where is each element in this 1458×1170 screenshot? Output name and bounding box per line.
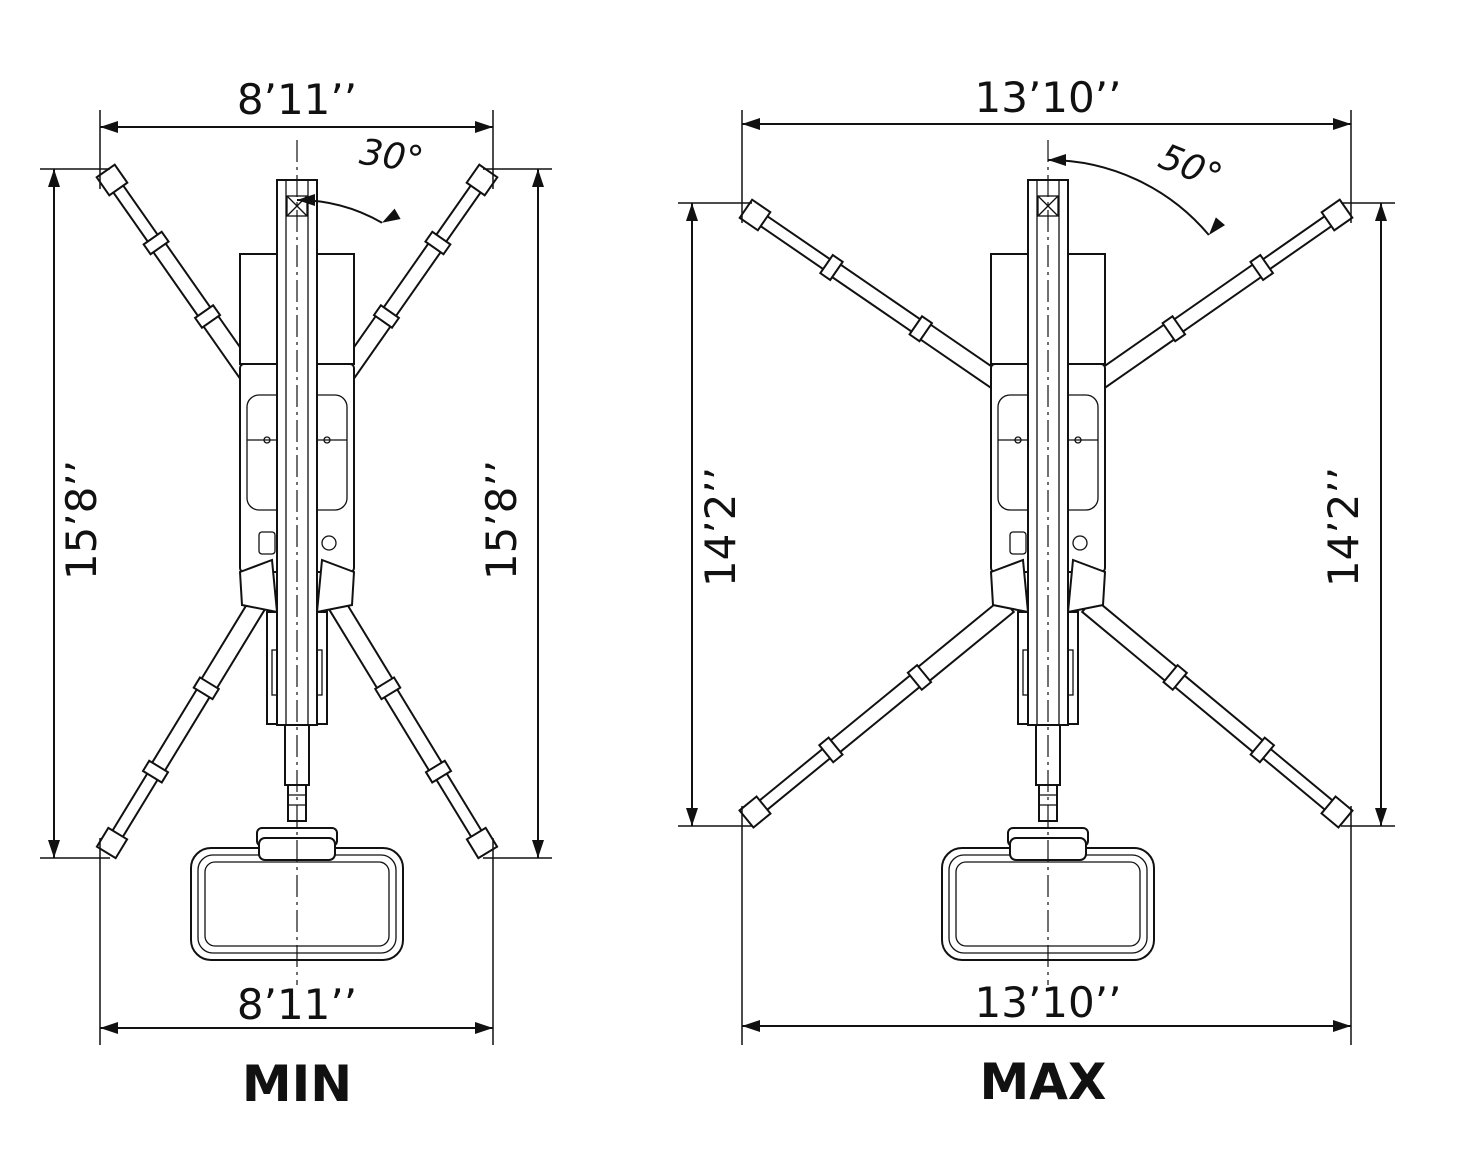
angle-arrow-end xyxy=(1208,217,1226,236)
outrigger-collar xyxy=(1161,314,1187,343)
top-width-dim-arrow-end xyxy=(475,121,493,133)
right-length-dim-arrow-end xyxy=(1375,808,1387,826)
bottom-width-dim-arrow-start xyxy=(742,1020,760,1032)
outrigger-collar xyxy=(424,230,452,256)
max-angle-label: 50° xyxy=(1153,136,1228,198)
outrigger-segment xyxy=(1168,259,1268,337)
outrigger-segment xyxy=(912,596,1016,686)
min-left-length-label: 15’8’’ xyxy=(57,460,106,580)
left-length-dim-arrow-start xyxy=(686,203,698,221)
bottom-width-dim-arrow-start xyxy=(100,1022,118,1034)
angle-arrow-start xyxy=(1048,154,1066,166)
outrigger-segment xyxy=(1080,596,1183,686)
outrigger-collar xyxy=(372,303,401,330)
outrigger-foot-pad xyxy=(95,163,129,197)
outrigger-segment xyxy=(147,683,215,777)
angle-arrow-end xyxy=(382,208,401,223)
outrigger-collar xyxy=(1162,663,1189,692)
top-width-dim-arrow-start xyxy=(742,118,760,130)
bottom-width-dim-arrow-end xyxy=(1333,1020,1351,1032)
outrigger-foot-pad xyxy=(465,826,499,860)
outrigger-segment xyxy=(148,237,216,323)
outrigger-collar xyxy=(906,663,933,692)
outrigger-collar xyxy=(373,676,402,701)
right-length-dim-arrow-end xyxy=(532,840,544,858)
top-width-dim-arrow-end xyxy=(1333,118,1351,130)
outrigger-foot-pad xyxy=(1320,795,1354,829)
right-length-dim-arrow-start xyxy=(1375,203,1387,221)
max-bottom-width-label: 13’10’’ xyxy=(975,978,1122,1027)
angle-arc xyxy=(1047,159,1210,236)
min-top-width-label: 8’11’’ xyxy=(237,75,357,124)
right-length-dim-arrow-start xyxy=(532,169,544,187)
angle-arrow-start xyxy=(297,194,315,206)
outrigger-segment xyxy=(379,683,447,777)
min-caption: MIN xyxy=(242,1055,352,1113)
max-caption: MAX xyxy=(979,1053,1106,1111)
outrigger-collar xyxy=(1249,736,1276,764)
outrigger-collar xyxy=(142,230,170,256)
min-bottom-width-label: 8’11’’ xyxy=(237,980,357,1029)
outrigger-segment xyxy=(327,598,397,695)
outrigger-segment xyxy=(378,237,446,323)
outrigger-segment xyxy=(197,598,267,695)
outrigger-rear-left xyxy=(95,598,267,860)
outrigger-collar xyxy=(141,759,170,784)
min-angle-label: 30° xyxy=(357,132,426,181)
outrigger-segment xyxy=(824,670,926,758)
outrigger-foot-pad xyxy=(1320,198,1354,232)
outrigger-foot-pad xyxy=(738,795,772,829)
view-max xyxy=(678,110,1395,1045)
outrigger-collar xyxy=(817,736,844,764)
top-width-dim-arrow-start xyxy=(100,121,118,133)
outrigger-front-left xyxy=(738,198,1017,399)
max-top-width-label: 13’10’’ xyxy=(975,73,1122,122)
outrigger-segment xyxy=(825,259,927,337)
max-right-length-label: 14’2’’ xyxy=(1319,467,1368,587)
left-length-dim-arrow-start xyxy=(48,169,60,187)
outrigger-collar xyxy=(908,314,934,343)
outrigger-collar xyxy=(193,303,222,330)
outrigger-collar xyxy=(192,676,221,701)
bottom-width-dim-arrow-end xyxy=(475,1022,493,1034)
outrigger-segment xyxy=(1168,670,1269,758)
outrigger-collar xyxy=(424,759,453,784)
outrigger-rear-left xyxy=(738,596,1016,829)
left-length-dim-arrow-end xyxy=(686,808,698,826)
outrigger-rear-right xyxy=(1080,596,1354,829)
outrigger-rear-right xyxy=(327,598,499,860)
max-left-length-label: 14’2’’ xyxy=(696,467,745,587)
min-right-length-label: 15’8’’ xyxy=(477,460,526,580)
view-min xyxy=(40,110,552,1045)
outrigger-collar xyxy=(818,253,845,282)
left-length-dim-arrow-end xyxy=(48,840,60,858)
outrigger-foot-pad xyxy=(738,198,772,232)
outrigger-collar xyxy=(1249,253,1275,282)
outrigger-foot-pad xyxy=(95,826,129,860)
